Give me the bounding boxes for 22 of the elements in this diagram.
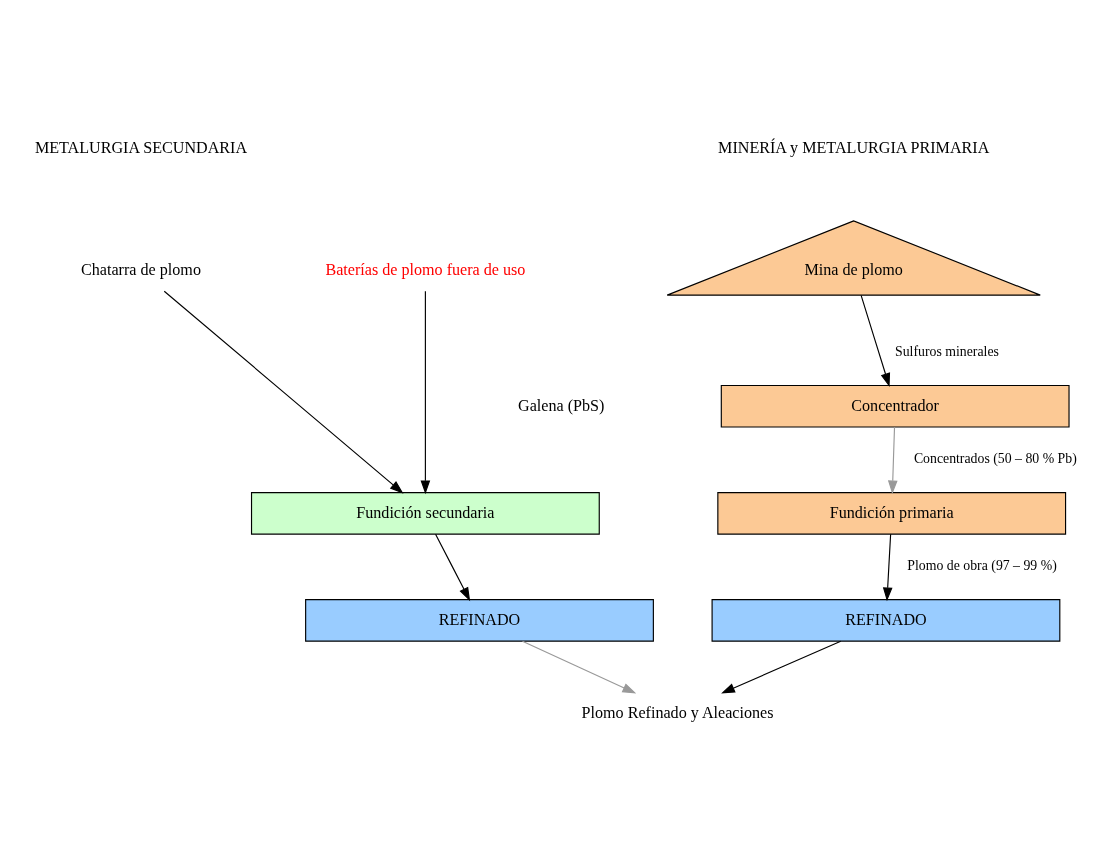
arrow (420, 290, 431, 494)
node-text: Plomo Refinado y Aleaciones (581, 703, 774, 721)
arrow (435, 533, 471, 601)
node-box: Fundición primaria (717, 491, 1067, 535)
edge-label: Plomo de obra (97 – 99 %) (907, 557, 1057, 573)
edge-label: Concentrados (50 – 80 % Pb) (913, 450, 1077, 466)
node-box: REFINADO (305, 598, 654, 642)
node-box: Concentrador (720, 384, 1070, 428)
label: MINERÍA y METALURGIA PRIMARIA (718, 138, 990, 156)
arrow (887, 426, 898, 494)
label: Galena (PbS) (518, 396, 605, 414)
arrow (860, 294, 891, 387)
node-text: Chatarra de plomo (81, 260, 201, 278)
node-text: Baterías de plomo fuera de uso (325, 260, 526, 278)
arrow (882, 533, 893, 601)
arrow (163, 290, 404, 494)
edge-label: Sulfuros minerales (895, 343, 999, 359)
label: METALURGIA SECUNDARIA (34, 138, 248, 156)
node-box: Fundición secundaria (250, 491, 600, 535)
arrow (721, 640, 842, 693)
arrow (521, 640, 637, 694)
node-box: REFINADO (711, 598, 1061, 642)
